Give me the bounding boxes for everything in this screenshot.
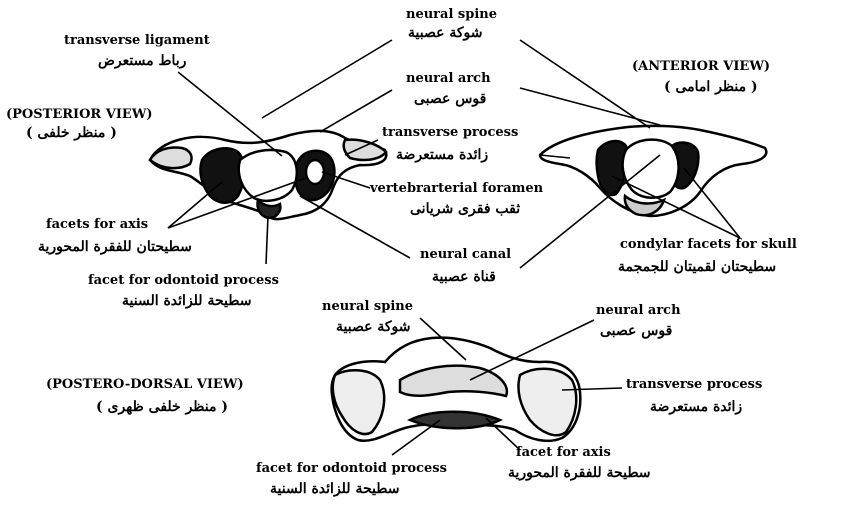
label-lower-neural-spine-ar: شوكة عصبية: [336, 320, 410, 334]
label-facets-for-axis: facets for axis: [46, 218, 148, 231]
leader-facets-axis-1: [168, 182, 222, 228]
label-lower-transverse-process-ar: زائدة مستعرضة: [650, 400, 742, 414]
leader-neural-arch-anterior: [520, 88, 660, 125]
leader-neural-spine-posterior: [262, 40, 392, 118]
label-transverse-ligament: transverse ligament: [64, 34, 210, 47]
label-vertebrarterial-foramen: vertebrarterial foramen: [370, 182, 543, 195]
label-neural-canal-ar: قناة عصبية: [432, 270, 496, 284]
label-condylar-facets: condylar facets for skull: [620, 238, 797, 251]
label-transverse-ligament-ar: رباط مستعرض: [98, 54, 186, 68]
posterior-neural-canal: [239, 150, 297, 201]
label-lower-facet-for-axis: facet for axis: [516, 446, 611, 459]
postero-dorsal-view-title: (POSTERO-DORSAL VIEW): [46, 378, 244, 391]
leader-neural-canal-posterior: [300, 196, 410, 258]
leader-odontoid: [266, 216, 268, 264]
posterior-view-title-ar: ( منظر خلفى ): [26, 126, 117, 140]
posterior-vertebrarterial-foramen: [306, 160, 324, 184]
label-neural-arch-ar: قوس عصبى: [414, 92, 486, 106]
label-facet-for-odontoid-ar: سطيحة للزائدة السنية: [122, 294, 251, 308]
label-transverse-process: transverse process: [382, 126, 518, 139]
posterior-view-title: (POSTERIOR VIEW): [6, 108, 153, 121]
postero-dorsal-view-title-ar: ( منظر خلفى ظهرى ): [96, 400, 228, 414]
label-facet-for-odontoid: facet for odontoid process: [88, 274, 279, 287]
postero-dorsal-view-vertebra: [332, 338, 581, 441]
label-facets-for-axis-ar: سطيحتان للفقرة المحورية: [38, 240, 192, 254]
label-lower-facet-for-odontoid: facet for odontoid process: [256, 462, 447, 475]
posterior-right-transverse-process: [344, 140, 386, 160]
anterior-neural-canal: [623, 140, 679, 198]
anterior-view-vertebra: [540, 126, 766, 216]
label-transverse-process-ar: زائدة مستعرضة: [396, 148, 488, 162]
label-lower-facet-for-odontoid-ar: سطيحة للزائدة السنية: [270, 482, 399, 496]
anterior-view-title: (ANTERIOR VIEW): [632, 60, 770, 73]
label-condylar-facets-ar: سطيحتان لقميتان للجمجمة: [618, 260, 776, 274]
label-lower-transverse-process: transverse process: [626, 378, 762, 391]
label-neural-arch: neural arch: [406, 72, 491, 85]
label-vertebrarterial-foramen-ar: ثقب فقرى شريانى: [410, 202, 520, 216]
leader-neural-spine-anterior: [520, 40, 650, 128]
label-lower-neural-spine: neural spine: [322, 300, 413, 313]
label-lower-facet-for-axis-ar: سطيحة للفقرة المحورية: [508, 466, 651, 480]
label-lower-neural-arch-ar: قوس عصبى: [600, 324, 672, 338]
label-lower-neural-arch: neural arch: [596, 304, 681, 317]
anterior-view-title-ar: ( منظر امامى ): [664, 80, 758, 94]
label-neural-canal: neural canal: [420, 248, 511, 261]
label-neural-spine: neural spine: [406, 8, 497, 21]
label-neural-spine-ar: شوكة عصبية: [408, 26, 482, 40]
